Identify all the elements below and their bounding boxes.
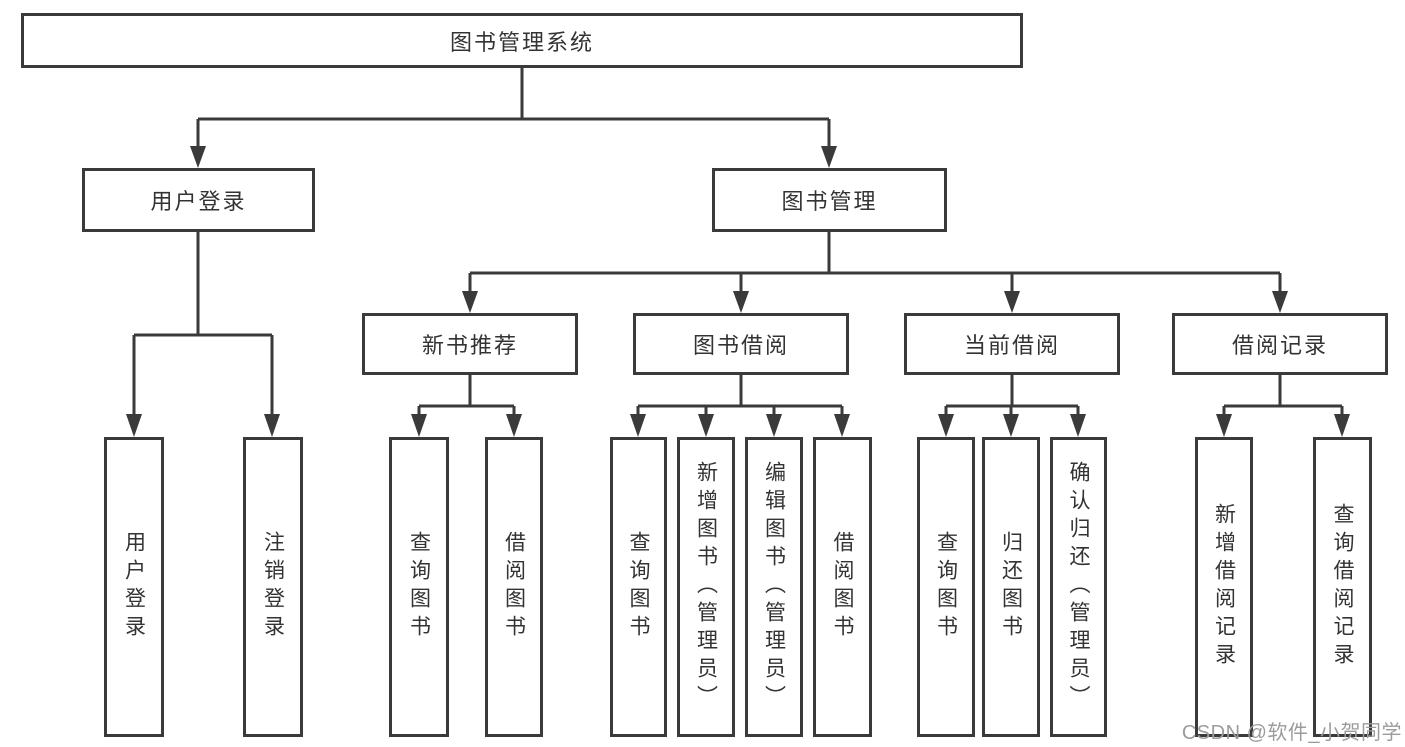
leaf-query-books-borrow: 查询图书 [610, 437, 667, 737]
leaf-query-books-current: 查询图书 [917, 437, 975, 737]
leaf-add-books-admin: 新增图书（管理员） [677, 437, 735, 737]
node-library-management-system: 图书管理系统 [21, 13, 1023, 68]
leaf-query-borrow-record: 查询借阅记录 [1313, 437, 1372, 737]
leaf-return-books: 归还图书 [982, 437, 1040, 737]
leaf-logout: 注销登录 [243, 437, 303, 737]
csdn-watermark: CSDN @软件_小贺同学 [1181, 722, 1402, 744]
node-label: 用户登录 [150, 189, 247, 214]
node-new-book-recommend: 新书推荐 [362, 313, 578, 375]
node-book-management: 图书管理 [712, 168, 947, 232]
node-label: 注销登录 [261, 531, 285, 643]
node-label: 查询图书 [934, 531, 958, 643]
node-label: 当前借阅 [963, 333, 1060, 358]
node-label: 用户登录 [122, 531, 146, 643]
node-borrow-records: 借阅记录 [1172, 313, 1388, 375]
node-label: 借阅图书 [831, 531, 854, 643]
node-label: 借阅记录 [1231, 333, 1328, 358]
node-label: 归还图书 [999, 531, 1023, 643]
node-label: 新书推荐 [421, 333, 518, 358]
node-label: 图书管理系统 [449, 29, 594, 55]
leaf-query-books-recommend: 查询图书 [389, 437, 449, 737]
leaf-borrow-books-recommend: 借阅图书 [485, 437, 543, 737]
leaf-add-borrow-record: 新增借阅记录 [1195, 437, 1253, 737]
node-book-borrow: 图书借阅 [633, 313, 849, 375]
node-user-login: 用户登录 [82, 168, 315, 232]
leaf-edit-books-admin: 编辑图书（管理员） [745, 437, 803, 737]
node-current-borrow: 当前借阅 [904, 313, 1120, 375]
node-label: 确认归还（管理员） [1067, 461, 1090, 713]
node-label: 新增图书（管理员） [694, 461, 718, 713]
node-label: 图书管理 [781, 189, 878, 214]
node-label: 新增借阅记录 [1212, 503, 1236, 671]
node-label: 查询图书 [627, 531, 650, 643]
node-label: 查询借阅记录 [1331, 503, 1354, 671]
leaf-user-login: 用户登录 [104, 437, 164, 737]
node-label: 查询图书 [407, 531, 431, 643]
leaf-confirm-return-admin: 确认归还（管理员） [1050, 437, 1107, 737]
node-label: 图书借阅 [692, 333, 789, 358]
leaf-borrow-books: 借阅图书 [813, 437, 872, 737]
node-label: 编辑图书（管理员） [762, 461, 786, 713]
node-label: 借阅图书 [502, 531, 526, 643]
